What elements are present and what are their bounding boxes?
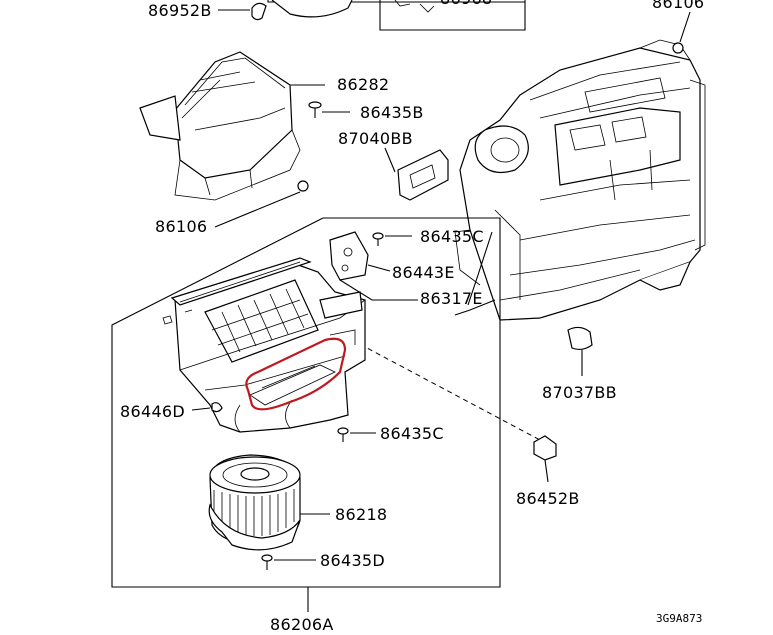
label-86968: 86968: [440, 0, 492, 8]
label-87037BB: 87037BB: [542, 383, 617, 402]
grommet-86106-mid: [214, 180, 309, 228]
label-86435D: 86435D: [320, 551, 385, 570]
label-86435C-bottom: 86435C: [380, 424, 444, 443]
label-86218: 86218: [335, 505, 387, 524]
label-86106-mid: 86106: [155, 217, 207, 236]
label-86435B: 86435B: [360, 103, 424, 122]
duct-86282: [139, 51, 325, 201]
screw-86435C-top: [372, 232, 412, 246]
heater-unit: [454, 39, 706, 321]
grommet-86106-top: [672, 11, 691, 54]
label-86952B: 86952B: [148, 1, 212, 20]
bracket-87040BB: [384, 147, 449, 201]
label-86452B: 86452B: [516, 489, 580, 508]
resistor-86443E: [329, 231, 418, 301]
screw-86435C-bottom: [337, 427, 376, 442]
label-86446D: 86446D: [120, 402, 185, 421]
blower-motor-86218: [208, 454, 330, 551]
clip-86952B: [218, 2, 267, 21]
label-86206A: 86206A: [270, 615, 334, 634]
label-86317E: 86317E: [420, 289, 483, 308]
highlight-circle: [245, 337, 347, 411]
grommet-87037BB: [567, 326, 593, 376]
clip-86446D: [191, 402, 223, 413]
figure-code: 3G9A873: [656, 612, 702, 625]
label-86106-top: 86106: [652, 0, 704, 12]
bolt-86452B: [533, 435, 557, 483]
blower-assembly-box: [111, 217, 501, 612]
top-inset-box: [267, 0, 526, 31]
label-86435C-top: 86435C: [420, 227, 484, 246]
label-86443E: 86443E: [392, 263, 455, 282]
label-87040BB: 87040BB: [338, 129, 413, 148]
screw-86435B: [308, 101, 350, 118]
label-86282: 86282: [337, 75, 389, 94]
screw-86435D: [261, 554, 316, 570]
